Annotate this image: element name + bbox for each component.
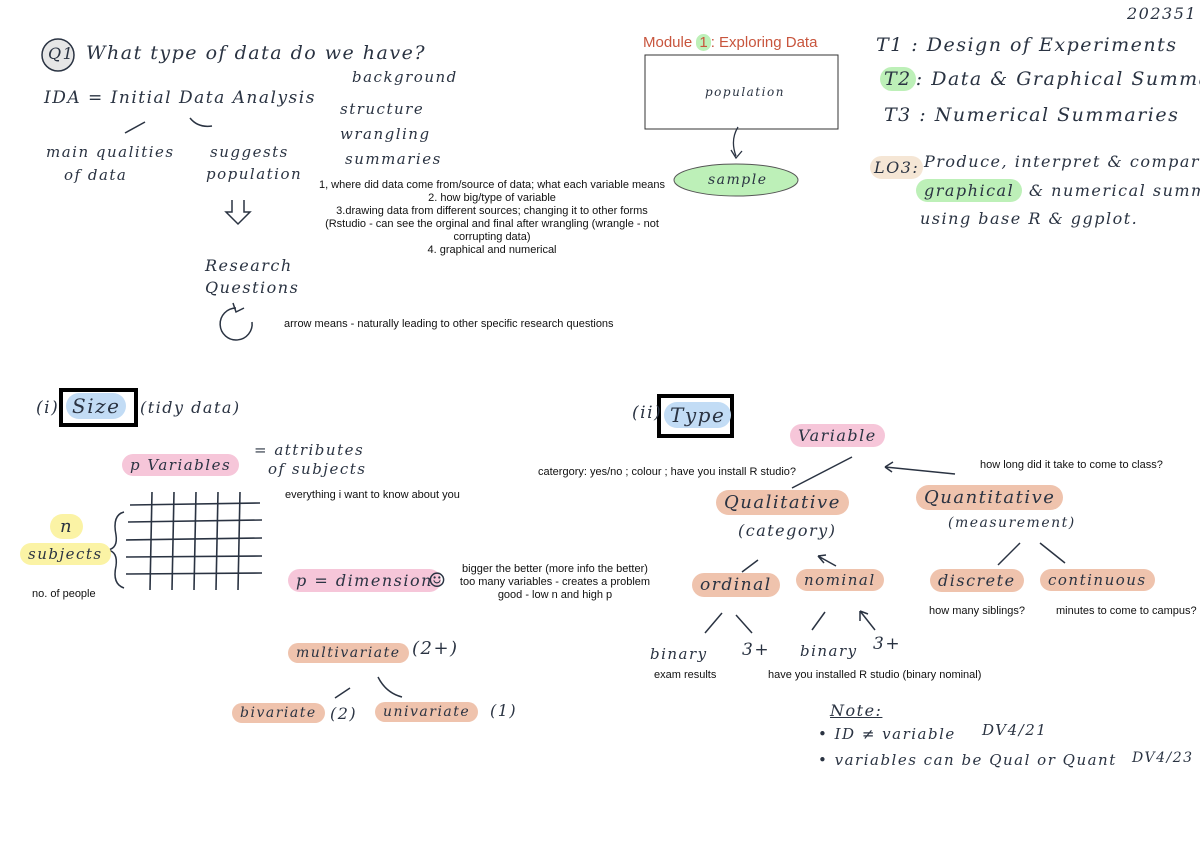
smiley-icon: ☺ [428,568,448,592]
binary-nominal: binary [800,642,858,660]
bivariate: bivariate [232,703,325,723]
topic-t1: T1 : Design of Experiments [876,34,1178,56]
facet-wrangling: wrangling [340,125,431,143]
subjects-label: subjects [20,543,111,565]
note-line2: • variables can be Qual or Quant [818,751,1117,769]
attributes-line1: = attributes [254,441,365,459]
lo3-line2: graphical & numerical summaries [916,179,1200,202]
quantitative-sub: (measurement) [948,515,1076,531]
no-people-note: no. of people [32,588,96,600]
q1-note-1: 1, where did data come from/source of da… [318,179,666,191]
facet-background: background [352,68,458,86]
q1-note-3: 3.drawing data from different sources; c… [336,205,648,217]
note-title: Note: [830,701,883,720]
type-number: (ii) [632,403,663,423]
size-number: (i) [36,398,60,418]
q1-note-6: 4. graphical and numerical [427,244,557,256]
q1-note-4: (Rstudio - can see the orginal and final… [325,218,659,230]
continuous-node: continuous [1040,569,1155,591]
qualitative-sub: (category) [738,521,837,540]
multivariate: multivariate [288,643,409,663]
sample-arrow [732,126,739,157]
binary-ordinal: binary [650,645,708,663]
size-heading: Size [66,393,127,419]
branch-right-line [189,117,213,128]
univariate-count: (1) [490,701,518,720]
branch-left-line2: of data [64,166,128,184]
quantitative-node: Quantitative [916,485,1064,510]
p-variables: p Variables [122,454,240,476]
exam-note: exam results [654,669,717,681]
research-line2: Questions [205,278,300,297]
type-box [657,394,734,438]
nominal-node: nominal [796,569,884,591]
sample-label: sample [708,172,768,188]
branch-left-line1: main qualities [46,143,175,161]
bigger-note-1: bigger the better (more info the better) [462,563,648,575]
population-label: population [705,85,785,99]
p-dimension: p = dimension [288,569,441,592]
branch-left-line [124,121,146,134]
population-box [644,54,839,130]
topic-t3: T3 : Numerical Summaries [884,104,1180,126]
minutes-note: minutes to come to campus? [1056,605,1197,617]
siblings-note: how many siblings? [929,605,1025,617]
discrete-node: discrete [930,569,1024,592]
three-ordinal: 3+ [742,640,771,660]
n-label: n [50,514,84,539]
attributes-line2: of subjects [268,460,367,478]
q1-number: Q1 [48,44,75,63]
everything-note: everything i want to know about you [285,489,460,501]
module-title: Module 1: Exploring Data [643,34,818,51]
qualitative-node: Qualitative [716,490,849,515]
topic-t2: T2: Data & Graphical Summaries [880,67,1200,91]
category-note: catergory: yes/no ; colour ; have you in… [538,466,797,478]
facet-structure: structure [340,100,425,118]
multivariate-count: (2+) [412,638,459,659]
installed-note: have you installed R studio (binary nomi… [768,669,982,681]
sample-ellipse [673,163,799,197]
three-nominal: 3+ [873,634,902,654]
bivariate-count: (2) [330,704,358,723]
bigger-note-3: good - low n and high p [497,589,613,601]
lo3-line3: using base R & ggplot. [920,209,1139,228]
note-line1: • ID ≠ variable [818,725,956,743]
branch-right-line2: population [206,165,303,183]
ordinal-node: ordinal [692,573,780,597]
facet-summaries: summaries [345,150,442,168]
q1-note-2: 2. how big/type of variable [428,192,556,204]
univariate: univariate [375,702,479,722]
bigger-note-2: too many variables - creates a problem [459,576,651,588]
down-arrow-icon [224,200,252,226]
module-number: 1 [696,34,711,51]
branch-right-line1: suggests [210,143,289,161]
q1-note-5: corrupting data) [453,231,531,243]
lo3-line1: Produce, interpret & compare [924,152,1200,171]
size-note: (tidy data) [140,398,241,417]
variable-node: Variable [790,424,885,447]
lo3-label: LO3: [870,156,924,179]
research-line1: Research [205,256,293,275]
cycle-arrow-icon [219,307,253,341]
arrow-note: arrow means - naturally leading to other… [284,318,614,330]
ida-definition: IDA = Initial Data Analysis [44,88,316,108]
q1-notes: 1, where did data come from/source of da… [312,179,672,257]
bigger-notes: bigger the better (more info the better)… [455,563,655,602]
q1-circle [41,38,75,72]
size-box [59,388,138,427]
time-note: how long did it take to come to class? [980,459,1163,471]
data-grid-icon [125,491,263,591]
note-ref2: DV4/23 [1132,750,1194,766]
page-id: 202351 [1127,4,1198,23]
note-ref1: DV4/21 [982,721,1048,739]
type-heading: Type [664,402,732,428]
q1-question: What type of data do we have? [86,42,427,64]
